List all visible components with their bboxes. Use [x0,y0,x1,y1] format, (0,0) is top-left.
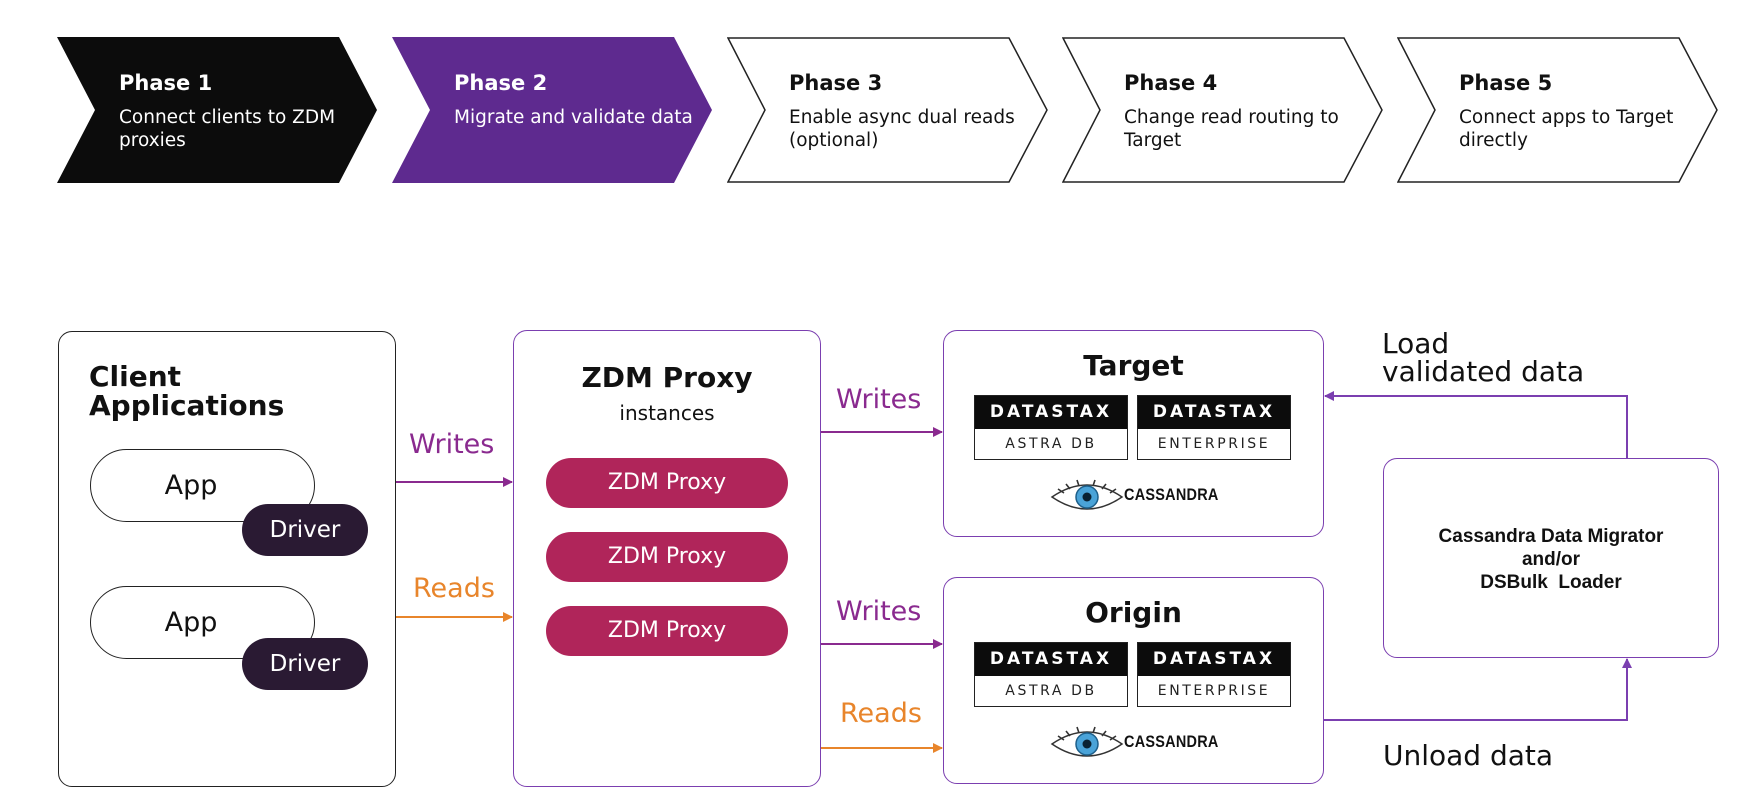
zdm-proxy-subtitle: instances [619,401,715,425]
origin-reads-label: Reads [840,698,922,729]
load-label: Load [1382,327,1450,360]
logo-product: ASTRA DB [1005,683,1097,699]
cassandra-logo: CASSANDRA [1050,724,1240,764]
cassandra-eye-icon [1050,726,1124,757]
logo-brand: DATASTAX [1138,396,1290,429]
zdm-proxy-box: ZDM Proxy instances ZDM Proxy ZDM Proxy … [513,330,821,787]
phase-5-description: Connect apps to Target directly [1459,107,1674,151]
phase-3-title: Phase 3 [789,71,883,95]
phase-3-chevron: Phase 3 Enable async dual reads (optiona… [727,37,1057,184]
phase-2-title: Phase 2 [454,71,548,95]
migrator-line-3: DSBulk Loader [1480,572,1622,593]
zdm-proxy-instance: ZDM Proxy [546,606,788,656]
phase-2-chevron: Phase 2 Migrate and validate data [392,37,722,184]
cassandra-eye-icon [1050,479,1124,510]
cassandra-wordmark: CASSANDRA [1124,732,1219,751]
origin-title: Origin [1085,596,1182,629]
load-data-arrow [1324,391,1628,458]
target-database-box: Target DATASTAX ASTRA DB DATASTAX ENTERP… [943,330,1324,537]
migrator-line-1: Cassandra Data Migrator [1438,526,1664,547]
logo-brand: DATASTAX [1138,643,1290,676]
phase-1-title: Phase 1 [119,71,213,95]
origin-database-box: Origin DATASTAX ASTRA DB DATASTAX ENTERP… [943,577,1324,784]
driver-badge: Driver [242,504,368,556]
logo-product: ASTRA DB [1005,436,1097,452]
datastax-astra-db-logo: DATASTAX ASTRA DB [974,642,1128,707]
phase-5-chevron: Phase 5 Connect apps to Target directly [1397,37,1727,184]
phase-2-description: Migrate and validate data [454,107,693,128]
phase-5-title: Phase 5 [1459,71,1553,95]
unload-data-arrow [1324,658,1632,721]
datastax-enterprise-logo: DATASTAX ENTERPRISE [1137,642,1291,707]
phase-3-description: Enable async dual reads (optional) [789,107,1015,151]
client-applications-box: Client Applications App Driver App Drive… [58,331,396,787]
target-title: Target [1083,349,1184,382]
zdm-proxy-instance: ZDM Proxy [546,532,788,582]
app-label: App [164,607,218,638]
logo-product: ENTERPRISE [1157,683,1271,699]
clients-writes-label: Writes [409,429,495,460]
datastax-astra-db-logo: DATASTAX ASTRA DB [974,395,1128,460]
phase-1-description: Connect clients to ZDM proxies [119,107,336,151]
cassandra-wordmark: CASSANDRA [1124,485,1219,504]
datastax-enterprise-logo: DATASTAX ENTERPRISE [1137,395,1291,460]
migrator-line-2: and/or [1521,549,1581,570]
data-migrator-label: Cassandra Data Migrator and/or DSBulk Lo… [1384,525,1718,594]
driver-badge: Driver [242,638,368,690]
phase-4-title: Phase 4 [1124,71,1218,95]
logo-product: ENTERPRISE [1157,436,1271,452]
cassandra-logo: CASSANDRA [1050,477,1240,517]
clients-reads-label: Reads [413,573,495,604]
client-applications-title: Client Applications [89,360,285,422]
zdm-proxy-instance: ZDM Proxy [546,458,788,508]
target-writes-label: Writes [836,384,922,415]
phase-1-chevron: Phase 1 Connect clients to ZDM proxies [57,37,387,184]
data-migrator-box: Cassandra Data Migrator and/or DSBulk Lo… [1383,458,1719,658]
phase-4-chevron: Phase 4 Change read routing to Target [1062,37,1392,184]
logo-brand: DATASTAX [975,643,1127,676]
zdm-proxy-title: ZDM Proxy [581,361,753,394]
phase-4-description: Change read routing to Target [1124,107,1339,151]
app-label: App [164,470,218,501]
load-validated-data-label: validated data [1382,355,1585,388]
origin-writes-label: Writes [836,596,922,627]
unload-data-label: Unload data [1383,739,1554,772]
logo-brand: DATASTAX [975,396,1127,429]
